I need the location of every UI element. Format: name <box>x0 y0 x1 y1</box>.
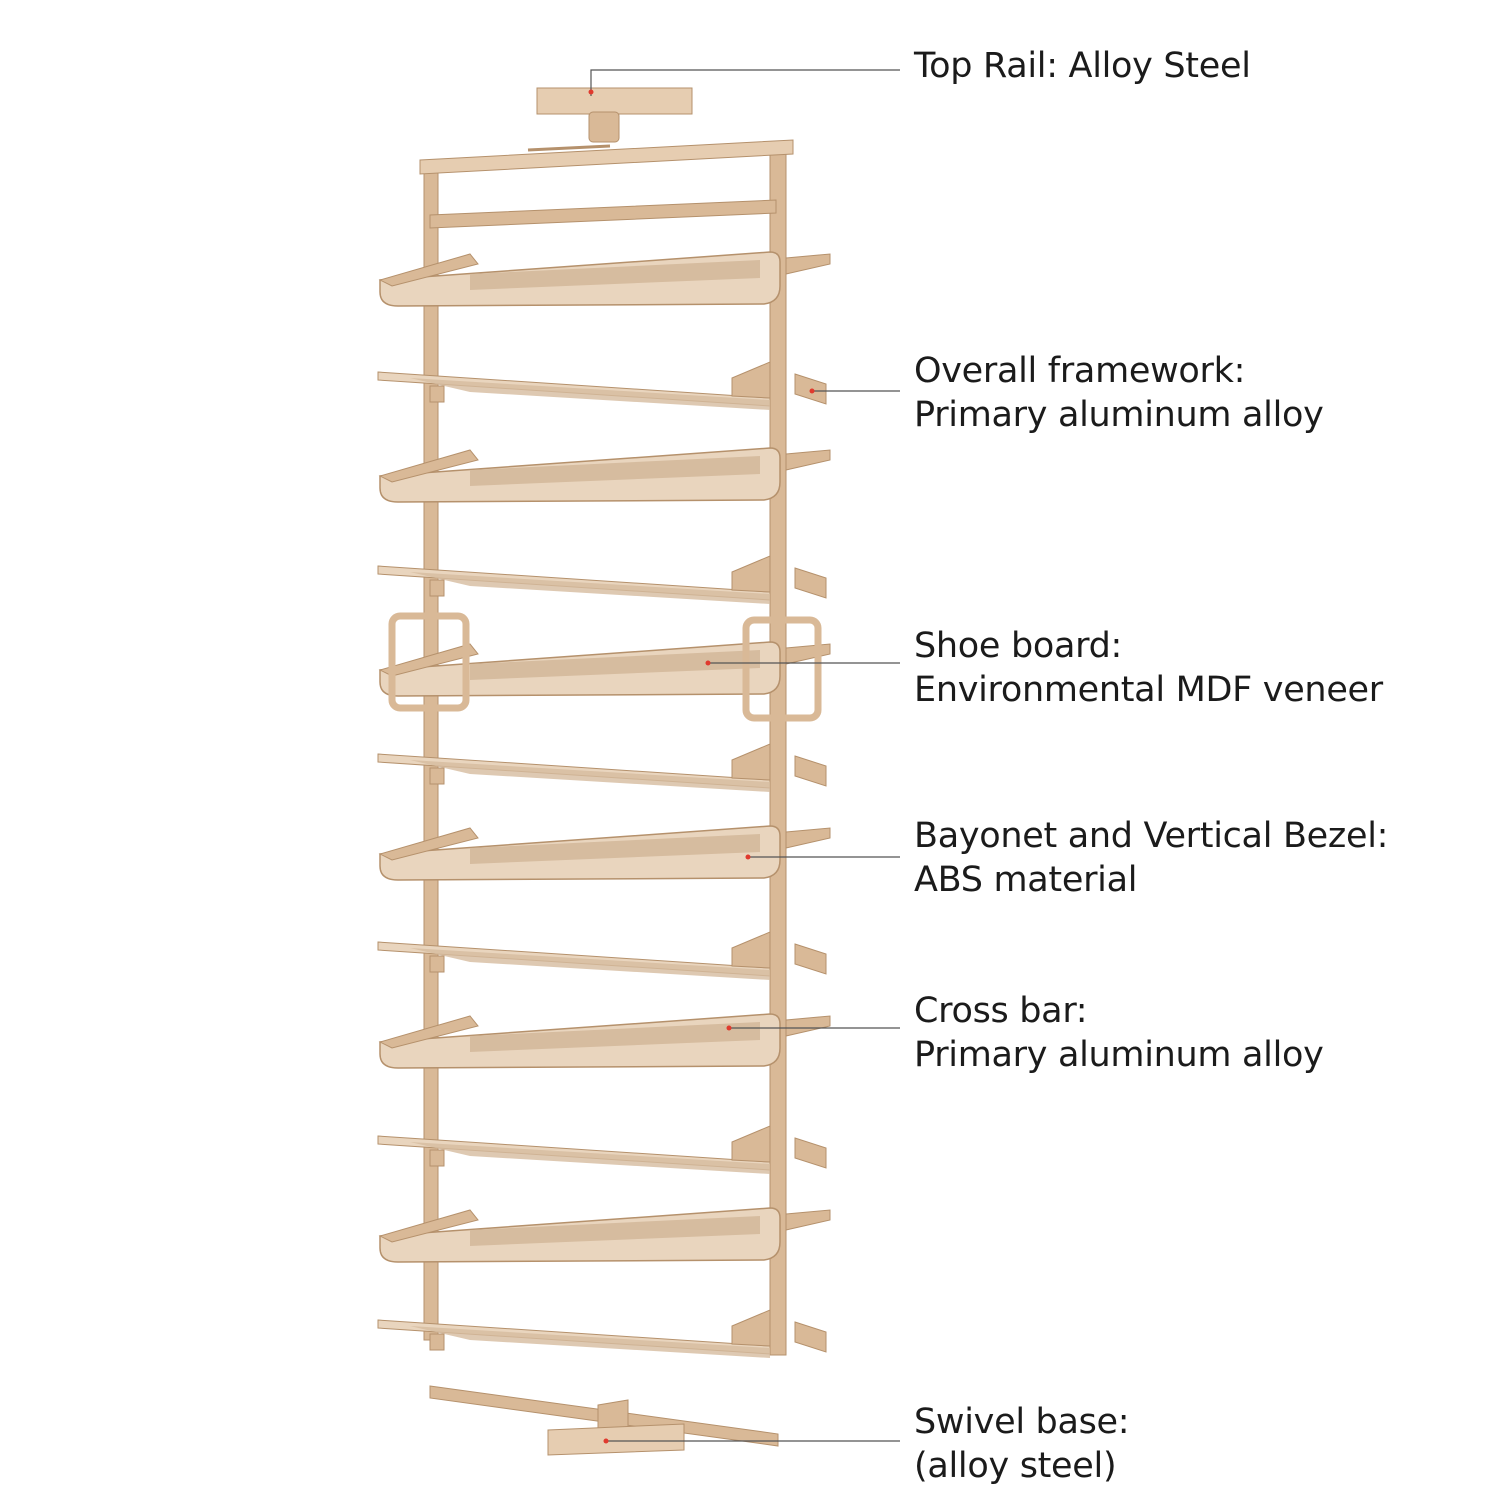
bayonet-clip <box>794 755 827 787</box>
shoe-board-edge-lip <box>731 555 771 593</box>
shoe-board-edge <box>377 1309 827 1358</box>
shoe-board-edge-lip <box>731 1309 771 1347</box>
shoe-board-edge-face <box>410 948 770 980</box>
vertical-bezel <box>429 955 445 973</box>
callout-bayonet-bezel: Bayonet and Vertical Bezel: ABS material <box>914 814 1388 902</box>
swivel-base-plate <box>547 1423 685 1456</box>
shoe-board-edge-face <box>410 1142 770 1174</box>
callout-cross-bar: Cross bar: Primary aluminum alloy <box>914 989 1324 1077</box>
shoe-board-lip <box>378 253 479 287</box>
top-rail-pivot <box>588 111 620 143</box>
shoe-board-edge-lip <box>731 743 771 781</box>
shoe-board-edge <box>377 555 827 604</box>
bayonet-clip <box>785 449 831 471</box>
shoe-board-edge-face <box>410 760 770 792</box>
shoe-board-edge-face <box>410 1326 770 1358</box>
shoe-board-lip <box>378 827 479 861</box>
bayonet-clip <box>785 1209 831 1231</box>
callout-cross-bar-line-2: Primary aluminum alloy <box>914 1035 1324 1075</box>
top-rail-pin <box>527 144 611 152</box>
bayonet-clip <box>785 827 831 849</box>
shoe-board-facing <box>378 1013 831 1069</box>
leader-top-rail <box>590 69 900 96</box>
shoe-board-edge <box>377 931 827 980</box>
top-rail-plate <box>536 87 693 115</box>
shoe-board-surface <box>470 650 760 680</box>
callout-shoe-board-line-1: Shoe board: <box>914 626 1123 666</box>
bayonet-clip <box>785 253 831 275</box>
bayonet-clip <box>794 943 827 975</box>
shoe-board-lip <box>378 1209 479 1243</box>
shoe-board-facing <box>378 641 831 697</box>
callout-bayonet-bezel-line-2: ABS material <box>914 860 1138 900</box>
shoe-board-surface <box>470 1022 760 1052</box>
frame-upper-crossbar <box>429 199 777 229</box>
shoe-board-edge <box>377 743 827 792</box>
vertical-bezel <box>429 1149 445 1167</box>
callout-shoe-board: Shoe board: Environmental MDF veneer <box>914 624 1383 712</box>
shoe-board-edge-face <box>410 572 770 604</box>
callout-swivel-base-line-1: Swivel base: <box>914 1402 1130 1442</box>
shoe-board-facing <box>378 825 831 881</box>
leader-bayonet-bezel-dot <box>745 854 751 860</box>
leader-swivel-base-dot <box>603 1438 609 1444</box>
vertical-bezel <box>429 385 445 403</box>
shoe-board-surface <box>470 260 760 290</box>
bayonet-clip <box>794 1137 827 1169</box>
vertical-bezel <box>429 1333 445 1351</box>
callout-swivel-base-line-2: (alloy steel) <box>914 1446 1117 1486</box>
side-handle-left <box>388 612 470 712</box>
side-handle-right <box>742 616 822 722</box>
shoe-board-facing <box>378 1207 831 1263</box>
shoe-board-edge <box>377 361 827 410</box>
shoe-board-facing <box>378 251 831 307</box>
bayonet-clip <box>794 1321 827 1353</box>
frame-top-bar <box>419 139 794 175</box>
callout-swivel-base: Swivel base: (alloy steel) <box>914 1400 1130 1488</box>
callout-overall-framework-line-2: Primary aluminum alloy <box>914 395 1324 435</box>
shoe-board-edge-face <box>410 378 770 410</box>
leader-overall-framework-dot <box>809 388 815 394</box>
shoe-board-surface <box>470 1216 760 1246</box>
shoe-board-lip <box>378 1015 479 1049</box>
shoe-board-lip <box>378 449 479 483</box>
vertical-bezel <box>429 767 445 785</box>
bayonet-clip <box>794 567 827 599</box>
shoe-board-edge-lip <box>731 1125 771 1163</box>
bayonet-clip <box>785 643 831 665</box>
callout-shoe-board-line-2: Environmental MDF veneer <box>914 670 1383 710</box>
frame-right-post <box>769 142 787 1356</box>
shoe-board-edge <box>377 1125 827 1174</box>
shoe-board-edge-lip <box>731 361 771 399</box>
callout-cross-bar-line-1: Cross bar: <box>914 991 1088 1031</box>
callout-top-rail: Top Rail: Alloy Steel <box>914 44 1251 88</box>
shoe-board-facing <box>378 447 831 503</box>
leader-cross-bar-dot <box>726 1025 732 1031</box>
shoe-board-surface <box>470 456 760 486</box>
shoe-board-lip <box>378 643 479 677</box>
callout-overall-framework-line-1: Overall framework: <box>914 351 1246 391</box>
callout-overall-framework: Overall framework: Primary aluminum allo… <box>914 349 1324 437</box>
vertical-bezel <box>429 579 445 597</box>
leader-shoe-board-dot <box>705 660 711 666</box>
bayonet-clip <box>785 1015 831 1037</box>
shoe-board-edge-lip <box>731 931 771 969</box>
leader-top-rail-dot <box>588 89 594 95</box>
callout-bayonet-bezel-line-1: Bayonet and Vertical Bezel: <box>914 816 1389 856</box>
shoe-board-surface <box>470 834 760 864</box>
callout-top-rail-line-1: Top Rail: Alloy Steel <box>914 46 1251 86</box>
